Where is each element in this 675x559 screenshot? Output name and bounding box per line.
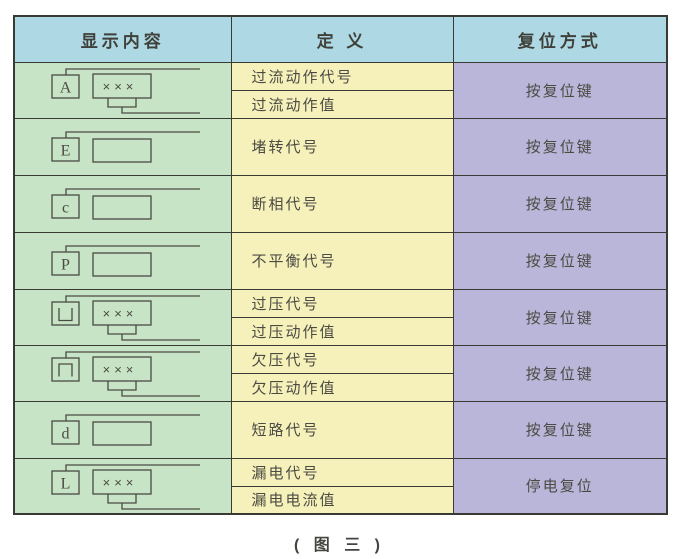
reset-method-cell: 按复位键 bbox=[452, 61, 668, 119]
display-symbol-cell: L ××× bbox=[13, 457, 232, 515]
col-header-display-content: 显示内容 bbox=[13, 15, 232, 63]
reset-method-cell: 按复位键 bbox=[452, 174, 668, 233]
reset-method-cell: 按复位键 bbox=[452, 344, 668, 402]
display-diagram-d-icon: d bbox=[51, 413, 200, 446]
table-subrow: 漏电电流值 bbox=[14, 485, 667, 515]
top-connector-line bbox=[65, 295, 200, 302]
code-letter-box bbox=[51, 419, 80, 445]
code-letter-box bbox=[51, 250, 80, 276]
table-row: L ××× 漏电代号 停电复位 bbox=[13, 457, 668, 515]
code-letter-box bbox=[51, 301, 80, 326]
definition-cell: 欠压代号 bbox=[230, 344, 454, 374]
bottom-connector-line bbox=[121, 390, 200, 397]
header-row: 显示内容 定 义 复位方式 bbox=[13, 15, 668, 63]
display-symbol-cell: E bbox=[13, 117, 232, 176]
fault-code-table: 显示内容 定 义 复位方式 A ××× bbox=[13, 15, 668, 515]
col-header-reset-method: 复位方式 bbox=[452, 15, 668, 63]
code-letter: P bbox=[61, 256, 70, 273]
bottom-connector-line bbox=[121, 334, 200, 341]
display-symbol-cell: ××× bbox=[13, 288, 232, 346]
definition-cell: 堵转代号 bbox=[230, 117, 454, 176]
table-row: E 堵转代号 按复位键 bbox=[13, 117, 668, 176]
display-diagram-undervoltage-icon: ××× bbox=[51, 351, 200, 397]
reset-method-cell: 按复位键 bbox=[452, 288, 668, 346]
display-symbol-cell: A ××× bbox=[13, 61, 232, 119]
code-letter-box bbox=[51, 136, 80, 162]
figure-caption: ( 图 三 ) bbox=[294, 537, 385, 554]
table-row: c 断相代号 按复位键 bbox=[13, 174, 668, 233]
display-symbol-cell: P bbox=[13, 231, 232, 290]
code-letter-box bbox=[51, 193, 80, 219]
value-box bbox=[92, 420, 152, 446]
value-placeholder: ××× bbox=[102, 79, 137, 94]
table-subrow: 欠压动作值 bbox=[14, 372, 667, 402]
top-connector-line bbox=[65, 351, 200, 358]
top-connector-line bbox=[65, 413, 200, 421]
alternate-display-bracket bbox=[107, 325, 137, 335]
bottom-connector-line bbox=[121, 107, 200, 114]
top-connector-line bbox=[65, 130, 200, 138]
top-connector-line bbox=[65, 464, 200, 471]
display-diagram-c-icon: c bbox=[51, 187, 200, 220]
code-letter-box bbox=[51, 357, 80, 382]
value-box bbox=[92, 137, 152, 163]
code-letter: c bbox=[62, 199, 69, 216]
definition-cell: 漏电代号 bbox=[230, 457, 454, 487]
col-header-definition: 定 义 bbox=[230, 15, 454, 63]
value-placeholder: ××× bbox=[102, 362, 137, 377]
alternate-display-bracket bbox=[107, 98, 137, 108]
reset-method-cell: 按复位键 bbox=[452, 400, 668, 459]
display-diagram-e-icon: E bbox=[51, 130, 200, 163]
display-symbol-cell: d bbox=[13, 400, 232, 459]
value-box bbox=[92, 73, 152, 99]
value-box bbox=[92, 469, 152, 495]
value-box bbox=[92, 300, 152, 326]
value-box bbox=[92, 251, 152, 277]
open-bottom-square-icon bbox=[58, 363, 73, 377]
definition-cell: 短路代号 bbox=[230, 400, 454, 459]
definition-cell: 过流动作代号 bbox=[230, 61, 454, 91]
reset-method-cell: 按复位键 bbox=[452, 117, 668, 176]
table-row: ××× 欠压代号 按复位键 bbox=[13, 344, 668, 402]
table-row: P 不平衡代号 按复位键 bbox=[13, 231, 668, 290]
display-diagram-a-xxx-icon: A ××× bbox=[51, 68, 200, 114]
table-subrow: 过流动作值 bbox=[14, 89, 667, 119]
definition-cell: 过压动作值 bbox=[230, 316, 454, 346]
open-top-square-icon bbox=[58, 308, 73, 322]
code-letter-box bbox=[51, 470, 80, 495]
alternate-display-bracket bbox=[107, 381, 137, 391]
definition-cell: 不平衡代号 bbox=[230, 231, 454, 290]
definition-cell: 断相代号 bbox=[230, 174, 454, 233]
bottom-connector-line bbox=[121, 502, 200, 510]
display-symbol-cell: ××× bbox=[13, 344, 232, 402]
table-row: A ××× 过流动作代号 按复位键 bbox=[13, 61, 668, 119]
display-diagram-overvoltage-icon: ××× bbox=[51, 295, 200, 341]
table-row: ××× 过压代号 按复位键 bbox=[13, 288, 668, 346]
alternate-display-bracket bbox=[107, 493, 137, 504]
code-letter: A bbox=[59, 80, 71, 97]
table-row: d 短路代号 按复位键 bbox=[13, 400, 668, 459]
definition-cell: 欠压动作值 bbox=[230, 372, 454, 402]
display-diagram-p-icon: P bbox=[51, 244, 200, 277]
value-placeholder: ××× bbox=[102, 306, 137, 321]
top-connector-line bbox=[65, 68, 200, 75]
reset-method-cell: 停电复位 bbox=[452, 457, 668, 515]
definition-cell: 漏电电流值 bbox=[230, 485, 454, 515]
top-connector-line bbox=[65, 244, 200, 252]
top-connector-line bbox=[65, 187, 200, 195]
definition-cell: 过压代号 bbox=[230, 288, 454, 318]
display-symbol-cell: c bbox=[13, 174, 232, 233]
value-placeholder: ××× bbox=[102, 475, 137, 490]
code-letter: d bbox=[61, 425, 69, 442]
code-letter: E bbox=[60, 142, 70, 159]
definition-cell: 过流动作值 bbox=[230, 89, 454, 119]
value-box bbox=[92, 356, 152, 382]
reset-method-cell: 按复位键 bbox=[452, 231, 668, 290]
value-box bbox=[92, 194, 152, 220]
code-letter-box bbox=[51, 74, 80, 99]
code-letter: L bbox=[60, 475, 70, 492]
display-diagram-l-xxx-icon: L ××× bbox=[51, 464, 200, 510]
